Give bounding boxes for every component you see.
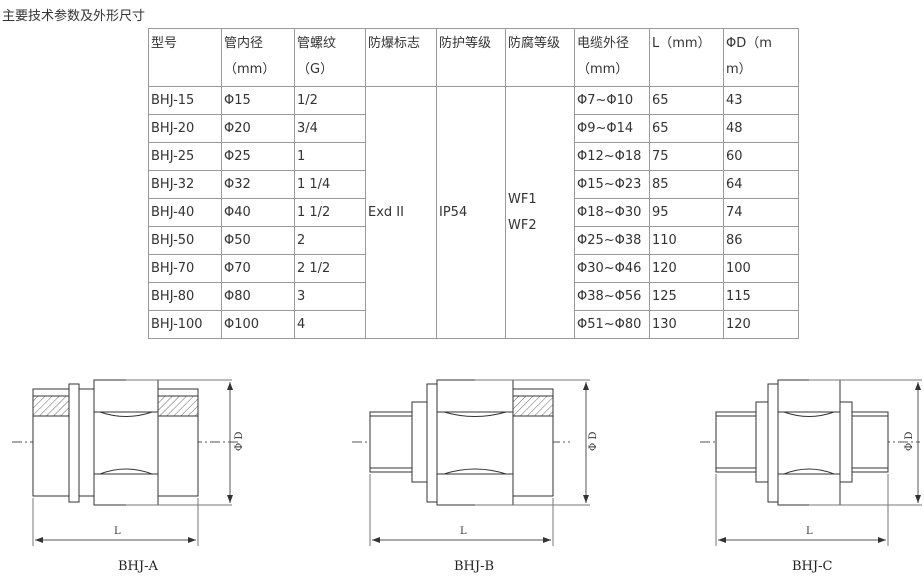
cell-explosion-mark: Exd II bbox=[365, 86, 437, 339]
cell-model: BHJ-70 bbox=[148, 254, 222, 283]
cell-length: 65 bbox=[649, 114, 724, 143]
cell-inner: Φ80 bbox=[221, 282, 295, 311]
cell-length: 120 bbox=[649, 254, 724, 283]
cell-model: BHJ-40 bbox=[148, 198, 222, 227]
cell-model: BHJ-50 bbox=[148, 226, 222, 255]
cell-thread: 3 bbox=[294, 282, 366, 311]
technical-drawings: L Φ D BHJ-A L Φ D BHJ-B bbox=[12, 379, 922, 574]
header-explosion-mark: 防爆标志 bbox=[365, 28, 437, 87]
cell-inner: Φ25 bbox=[221, 142, 295, 171]
cell-model: BHJ-20 bbox=[148, 114, 222, 143]
header-length: L（mm） bbox=[649, 28, 724, 87]
cell-length: 125 bbox=[649, 282, 724, 311]
caption-bhj-c: BHJ-C bbox=[792, 559, 832, 574]
cell-diameter: 48 bbox=[723, 114, 799, 143]
cell-cable: Φ12~Φ18 bbox=[574, 142, 650, 171]
cell-thread: 1 1/2 bbox=[294, 198, 366, 227]
dim-d-label-a: Φ D bbox=[234, 432, 245, 451]
cell-diameter: 120 bbox=[723, 310, 799, 339]
cell-cable: Φ7~Φ10 bbox=[574, 86, 650, 115]
cell-diameter: 43 bbox=[723, 86, 799, 115]
cell-length: 130 bbox=[649, 310, 724, 339]
table-row: BHJ-20 Φ20 3/4 Φ9~Φ14 65 48 bbox=[148, 114, 799, 143]
cell-model: BHJ-80 bbox=[148, 282, 222, 311]
table-row: BHJ-80 Φ80 3 Φ38~Φ56 125 115 bbox=[148, 282, 799, 311]
cell-thread: 1 bbox=[294, 142, 366, 171]
cell-diameter: 86 bbox=[723, 226, 799, 255]
table-row: BHJ-25 Φ25 1 Φ12~Φ18 75 60 bbox=[148, 142, 799, 171]
cell-diameter: 74 bbox=[723, 198, 799, 227]
cell-thread: 2 bbox=[294, 226, 366, 255]
cell-inner: Φ40 bbox=[221, 198, 295, 227]
cell-protection: IP54 bbox=[436, 86, 506, 339]
header-anticorrosion: 防腐等级 bbox=[505, 28, 575, 87]
cell-diameter: 60 bbox=[723, 142, 799, 171]
cell-cable: Φ30~Φ46 bbox=[574, 254, 650, 283]
section-heading: 主要技术参数及外形尺寸 bbox=[2, 9, 146, 24]
dim-l-label-a: L bbox=[114, 526, 121, 537]
table-row: BHJ-70 Φ70 2 1/2 Φ30~Φ46 120 100 bbox=[148, 254, 799, 283]
cell-cable: Φ15~Φ23 bbox=[574, 170, 650, 199]
cell-cable: Φ38~Φ56 bbox=[574, 282, 650, 311]
cell-cable: Φ51~Φ80 bbox=[574, 310, 650, 339]
cell-diameter: 115 bbox=[723, 282, 799, 311]
cell-inner: Φ50 bbox=[221, 226, 295, 255]
dim-l-label-b: L bbox=[460, 526, 467, 537]
header-thread: 管螺纹（G） bbox=[294, 28, 366, 87]
cell-cable: Φ18~Φ30 bbox=[574, 198, 650, 227]
cell-thread: 4 bbox=[294, 310, 366, 339]
cell-cable: Φ9~Φ14 bbox=[574, 114, 650, 143]
cell-length: 75 bbox=[649, 142, 724, 171]
cell-length: 95 bbox=[649, 198, 724, 227]
cell-inner: Φ32 bbox=[221, 170, 295, 199]
cell-thread: 2 1/2 bbox=[294, 254, 366, 283]
cell-diameter: 64 bbox=[723, 170, 799, 199]
cell-diameter: 100 bbox=[723, 254, 799, 283]
header-protection: 防护等级 bbox=[436, 28, 506, 87]
cell-model: BHJ-100 bbox=[148, 310, 222, 339]
header-cable-diameter: 电缆外径（mm） bbox=[574, 28, 650, 87]
caption-bhj-b: BHJ-B bbox=[454, 559, 494, 574]
cell-length: 65 bbox=[649, 86, 724, 115]
cell-inner: Φ100 bbox=[221, 310, 295, 339]
drawing-bhj-c bbox=[700, 379, 922, 546]
dim-l-label-c: L bbox=[806, 526, 813, 537]
cell-model: BHJ-32 bbox=[148, 170, 222, 199]
cell-thread: 1 1/4 bbox=[294, 170, 366, 199]
cell-inner: Φ15 bbox=[221, 86, 295, 115]
header-inner-diameter: 管内径（mm） bbox=[221, 28, 295, 87]
cell-inner: Φ70 bbox=[221, 254, 295, 283]
cell-length: 85 bbox=[649, 170, 724, 199]
dim-d-label-c: Φ D bbox=[904, 432, 915, 451]
cell-model: BHJ-15 bbox=[148, 86, 222, 115]
cell-cable: Φ25~Φ38 bbox=[574, 226, 650, 255]
caption-bhj-a: BHJ-A bbox=[118, 559, 158, 574]
table-row: BHJ-100 Φ100 4 Φ51~Φ80 130 120 bbox=[148, 310, 799, 339]
cell-model: BHJ-25 bbox=[148, 142, 222, 171]
header-model: 型号 bbox=[148, 28, 222, 87]
dim-d-label-b: Φ D bbox=[588, 432, 599, 451]
cell-length: 110 bbox=[649, 226, 724, 255]
cell-inner: Φ20 bbox=[221, 114, 295, 143]
cell-thread: 3/4 bbox=[294, 114, 366, 143]
drawing-bhj-a bbox=[12, 379, 238, 546]
spec-table: 型号 管内径（mm） 管螺纹（G） 防爆标志 防护等级 防腐等级 电缆外径（mm… bbox=[148, 28, 799, 339]
cell-thread: 1/2 bbox=[294, 86, 366, 115]
drawing-bhj-b bbox=[352, 379, 590, 546]
table-header-row: 型号 管内径（mm） 管螺纹（G） 防爆标志 防护等级 防腐等级 电缆外径（mm… bbox=[148, 28, 799, 87]
